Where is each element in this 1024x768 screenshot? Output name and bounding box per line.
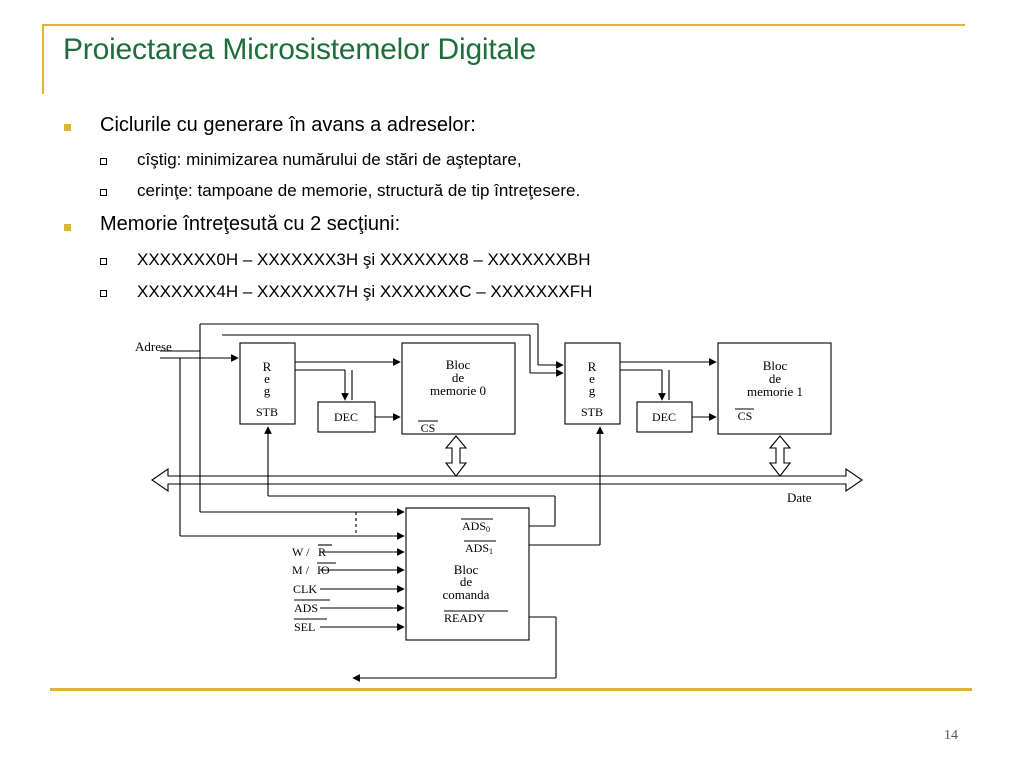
sub-bullet-item: cerinţe: tampoane de memorie, structură …	[137, 181, 581, 200]
sub-bullet-item: XXXXXXX0H – XXXXXXX3H şi XXXXXXX8 – XXXX…	[137, 250, 591, 269]
register-1-box	[564, 342, 621, 425]
reg0-stb-label: STB	[256, 405, 278, 419]
sel-label: SEL	[294, 620, 315, 634]
dec1-label: DEC	[652, 410, 676, 424]
ads1-subscript: 1	[489, 547, 493, 556]
ads1-label: ADS1	[465, 541, 493, 556]
memory-block-1-box	[717, 342, 832, 435]
mem0-label: de	[452, 370, 465, 385]
bullet-item: Ciclurile cu generare în avans a adresel…	[100, 114, 476, 136]
ready-label: READY	[444, 611, 486, 625]
date-label: Date	[787, 490, 812, 505]
mio-m-label: M /	[292, 563, 310, 577]
sub-bullet-marker	[100, 158, 107, 165]
mem1-data-double-arrow	[768, 435, 792, 477]
mem1-label: de	[769, 371, 782, 386]
adrese-label: Adrese	[135, 339, 172, 354]
ads0-text: ADS	[462, 519, 486, 533]
wr-w-label: W /	[292, 545, 310, 559]
reg0-letter: g	[264, 383, 271, 398]
sub-bullet-marker	[100, 290, 107, 297]
left-rule	[42, 24, 44, 94]
register-0-box	[239, 342, 296, 425]
ctrl-label: de	[460, 574, 473, 589]
dec0-label: DEC	[334, 410, 358, 424]
reg1-letter: g	[589, 383, 596, 398]
page-number: 14	[944, 728, 958, 743]
mem0-label: Bloc	[446, 357, 471, 372]
mem1-label: Bloc	[763, 358, 788, 373]
data-bus-arrow	[151, 467, 863, 493]
mem0-data-double-arrow	[444, 435, 468, 477]
reg0-letter: R	[263, 359, 272, 374]
sub-bullet-marker	[100, 189, 107, 196]
bullet-marker	[64, 224, 71, 231]
sub-bullet-item: cîştig: minimizarea numărului de stări d…	[137, 150, 522, 169]
reg1-letter: R	[588, 359, 597, 374]
ads1-text: ADS	[465, 541, 489, 555]
mem0-label: memorie 0	[430, 383, 486, 398]
reg1-letter: e	[589, 371, 595, 386]
ads0-label: ADS0	[462, 519, 490, 534]
sub-bullet-marker	[100, 258, 107, 265]
cs0-label: CS	[421, 421, 436, 435]
cs1-label: CS	[738, 409, 753, 423]
top-rule	[42, 24, 965, 26]
sub-bullet-item: XXXXXXX4H – XXXXXXX7H şi XXXXXXXC – XXXX…	[137, 282, 593, 301]
slide-title: Proiectarea Microsistemelor Digitale	[63, 33, 536, 66]
control-block-box	[405, 507, 530, 641]
ads-input-label: ADS	[294, 601, 318, 615]
wr-r-label: R	[318, 545, 326, 559]
ctrl-label: Bloc	[454, 562, 479, 577]
bullet-marker	[64, 124, 71, 131]
ads0-subscript: 0	[486, 525, 490, 534]
bottom-rule	[50, 688, 972, 691]
mio-io-label: IO	[317, 563, 330, 577]
ctrl-label: comanda	[443, 587, 490, 602]
clk-label: CLK	[293, 582, 317, 596]
reg0-letter: e	[264, 371, 270, 386]
bullet-item: Memorie întreţesută cu 2 secţiuni:	[100, 213, 401, 235]
reg1-stb-label: STB	[581, 405, 603, 419]
memory-block-0-box	[401, 342, 516, 435]
mem1-label: memorie 1	[747, 384, 803, 399]
